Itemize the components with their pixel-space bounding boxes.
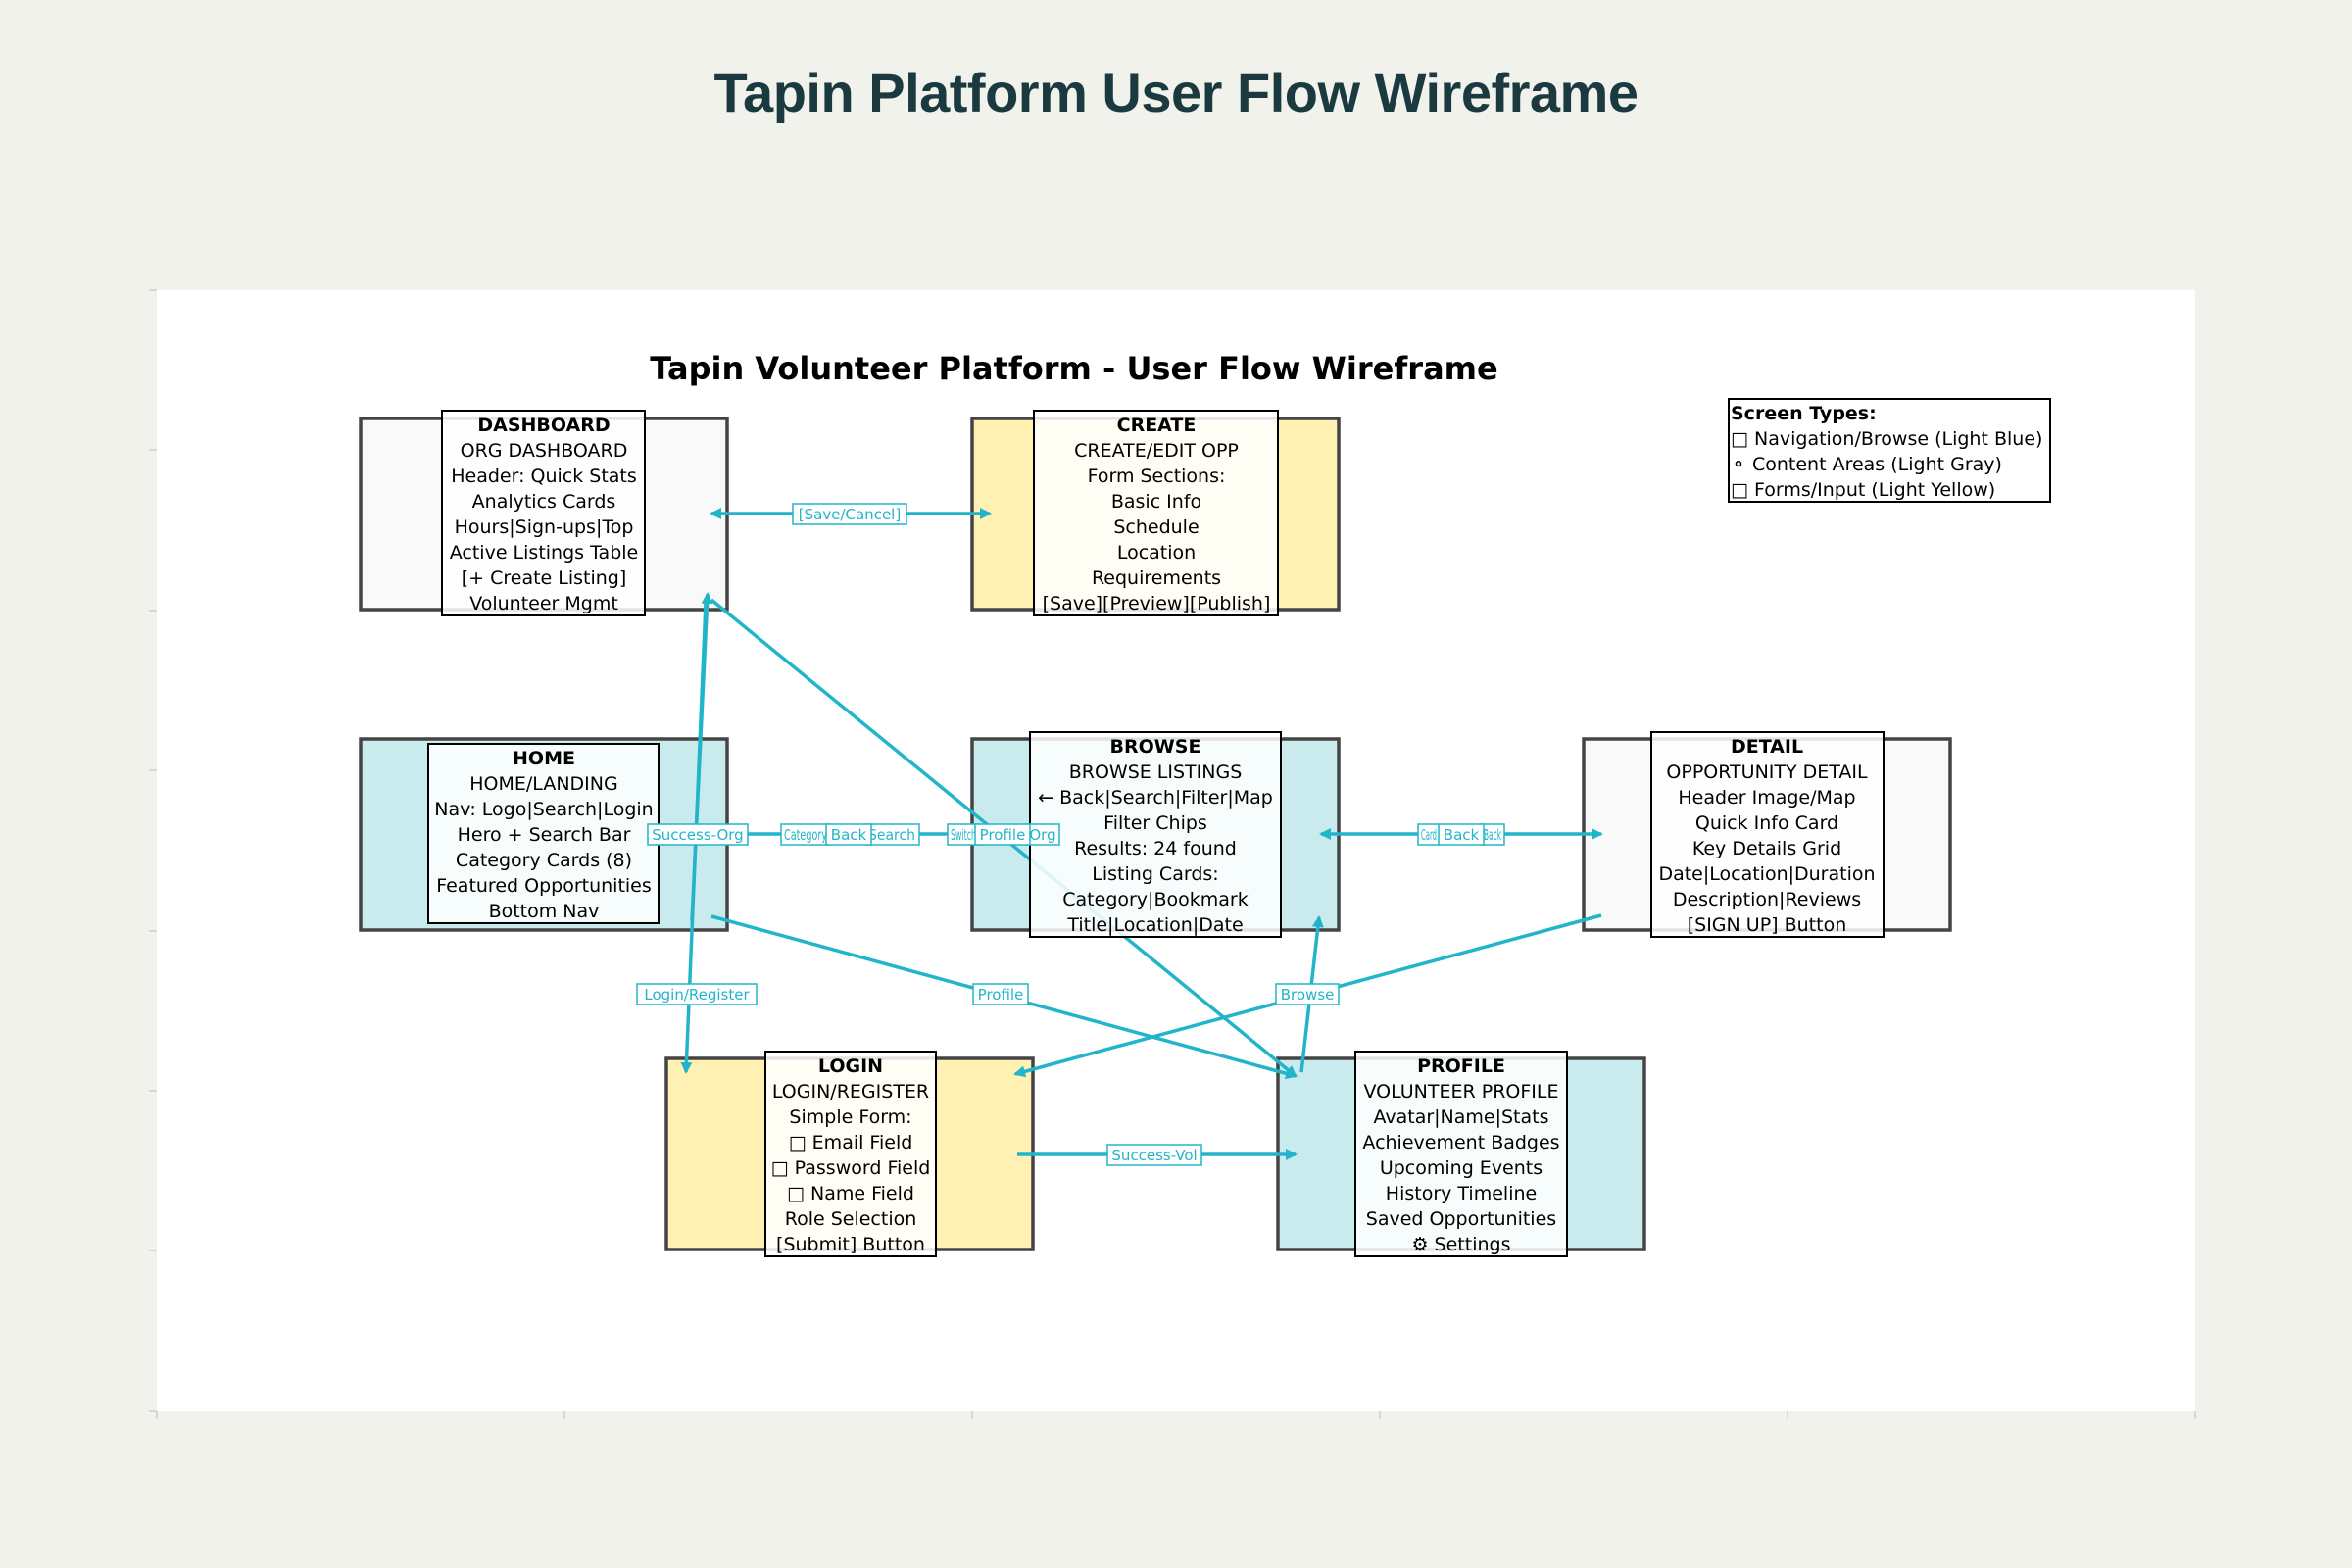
- login-line: □ Email Field: [789, 1132, 913, 1153]
- detail-line: Header Image/Map: [1678, 787, 1855, 808]
- card-dashboard: [441, 410, 646, 616]
- profile-line: Saved Opportunities: [1366, 1208, 1556, 1230]
- dashboard-line: Volunteer Mgmt: [469, 593, 618, 614]
- dashboard-line: [+ Create Listing]: [462, 567, 627, 589]
- home-line: Nav: Logo|Search|Login: [434, 799, 653, 820]
- detail-line: [SIGN UP] Button: [1688, 914, 1847, 936]
- edge-label-profile: Profile: [980, 826, 1026, 844]
- login-line: LOGIN/REGISTER: [772, 1081, 929, 1102]
- edge-label-back: Back: [1484, 826, 1501, 844]
- legend-item-nav: □ Navigation/Browse (Light Blue): [1731, 428, 2042, 450]
- legend: Screen Types: □ Navigation/Browse (Light…: [1728, 398, 2051, 503]
- edge-label-browse: Browse: [1281, 986, 1335, 1004]
- browse-title: BROWSE: [1110, 736, 1201, 758]
- create-line: Location: [1117, 542, 1196, 564]
- home-line: Bottom Nav: [489, 901, 600, 922]
- legend-title: Screen Types:: [1731, 403, 1877, 424]
- dashboard-line: Header: Quick Stats: [451, 466, 637, 487]
- dashboard-line: Hours|Sign-ups|Top: [455, 516, 634, 538]
- create-line: Form Sections:: [1088, 466, 1226, 487]
- profile-line: VOLUNTEER PROFILE: [1364, 1081, 1559, 1102]
- edge-label-box: [1275, 983, 1340, 1005]
- create-line: Requirements: [1092, 567, 1221, 589]
- browse-line: Category|Bookmark: [1062, 889, 1248, 910]
- edge-label-box: [972, 983, 1029, 1005]
- edge-label-back: Back: [1444, 826, 1480, 844]
- detail-line: Description|Reviews: [1673, 889, 1861, 910]
- dashboard-title: DASHBOARD: [477, 415, 610, 436]
- browse-line: Title|Location|Date: [1066, 914, 1243, 936]
- axis-ticks: [149, 289, 2196, 1419]
- home-line: Featured Opportunities: [436, 875, 652, 897]
- detail-title: DETAIL: [1731, 736, 1803, 758]
- login-line: Role Selection: [785, 1208, 917, 1230]
- browse-line: Results: 24 found: [1074, 838, 1237, 859]
- card-detail: [1650, 731, 1885, 938]
- create-line: Schedule: [1113, 516, 1199, 538]
- edge-label-profile: Profile: [978, 986, 1024, 1004]
- profile-line: ⚙ Settings: [1411, 1234, 1510, 1255]
- edge-label-success-org: Success-Org: [652, 826, 743, 844]
- diagram-title: Tapin Volunteer Platform - User Flow Wir…: [650, 350, 1497, 387]
- edge-label-save-cancel: [Save/Cancel]: [799, 506, 901, 523]
- create-line: Basic Info: [1111, 491, 1201, 513]
- edge-label-login-register: Login/Register: [644, 986, 750, 1004]
- dashboard-line: ORG DASHBOARD: [461, 440, 628, 462]
- card-create: [1033, 410, 1279, 616]
- edge-label-search: Search: [868, 826, 915, 844]
- login-title: LOGIN: [818, 1055, 883, 1077]
- home-line: Category Cards (8): [456, 850, 632, 871]
- detail-line: OPPORTUNITY DETAIL: [1666, 761, 1868, 783]
- screen-texts: DASHBOARD ORG DASHBOARD Header: Quick St…: [434, 415, 1875, 1255]
- profile-line: Achievement Badges: [1362, 1132, 1559, 1153]
- browse-line: Filter Chips: [1103, 812, 1207, 834]
- edge-labels: [Save/Cancel] Success-Org Category Searc…: [636, 503, 1505, 1166]
- profile-line: Avatar|Name|Stats: [1373, 1106, 1548, 1128]
- card-browse: [1029, 731, 1282, 938]
- dashboard-line: Active Listings Table: [450, 542, 638, 564]
- edge-label-box: [974, 823, 1031, 846]
- browse-line: ← Back|Search|Filter|Map: [1038, 787, 1273, 808]
- card-login: [764, 1051, 937, 1257]
- browse-line: BROWSE LISTINGS: [1069, 761, 1243, 783]
- dashboard-line: Analytics Cards: [472, 491, 616, 513]
- screen-cards: [427, 410, 1885, 1257]
- edge-label-box: [1438, 823, 1485, 846]
- browse-line: Listing Cards:: [1092, 863, 1218, 885]
- legend-box: [1728, 398, 2051, 503]
- edge-label-box: [825, 823, 872, 846]
- edge-label-box: [1106, 1144, 1202, 1166]
- profile-line: History Timeline: [1386, 1183, 1537, 1204]
- detail-line: Date|Location|Duration: [1658, 863, 1875, 885]
- login-line: □ Name Field: [787, 1183, 914, 1204]
- home-title: HOME: [513, 748, 575, 769]
- legend-item-content: ⚬ Content Areas (Light Gray): [1731, 454, 2002, 475]
- profile-title: PROFILE: [1417, 1055, 1505, 1077]
- edge-label-box: [636, 983, 758, 1005]
- edge-label-success-vol: Success-Vol: [1111, 1147, 1197, 1164]
- edge-label-box: [647, 823, 749, 846]
- create-line: CREATE/EDIT OPP: [1074, 440, 1239, 462]
- edge-label-org: Org: [1029, 826, 1055, 844]
- edge-label-category: Category: [784, 826, 827, 844]
- legend-item-form: □ Forms/Input (Light Yellow): [1731, 479, 1995, 501]
- edge-label-box: [792, 503, 907, 525]
- detail-line: Quick Info Card: [1695, 812, 1838, 834]
- profile-line: Upcoming Events: [1380, 1157, 1543, 1179]
- edge-label-back: Back: [831, 826, 867, 844]
- home-line: Hero + Search Bar: [458, 824, 631, 846]
- login-line: □ Password Field: [771, 1157, 931, 1179]
- login-line: [Submit] Button: [776, 1234, 925, 1255]
- home-line: HOME/LANDING: [469, 773, 617, 795]
- edge-label-switch: Switch: [951, 826, 976, 844]
- card-profile: [1354, 1051, 1568, 1257]
- detail-line: Key Details Grid: [1692, 838, 1841, 859]
- edge-label-card: Card: [1421, 826, 1437, 844]
- page-title: Tapin Platform User Flow Wireframe: [713, 62, 1639, 123]
- create-title: CREATE: [1117, 415, 1197, 436]
- create-line: [Save][Preview][Publish]: [1043, 593, 1271, 614]
- login-line: Simple Form:: [789, 1106, 911, 1128]
